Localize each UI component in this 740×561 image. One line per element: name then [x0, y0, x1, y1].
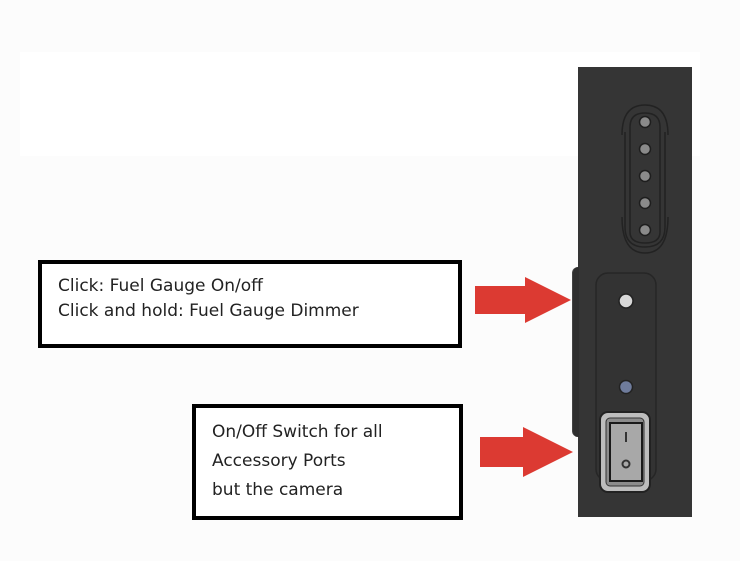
led-dot — [638, 196, 652, 210]
arrow-to-fuel-button — [475, 277, 571, 323]
led-dot — [638, 115, 652, 129]
led-strip — [621, 104, 669, 254]
led-dot — [638, 223, 652, 237]
panel-edge — [572, 267, 579, 437]
rocker-switch[interactable] — [599, 411, 651, 493]
callout-line: On/Off Switch for all — [212, 422, 383, 442]
arrow-to-rocker-switch — [480, 427, 573, 477]
callout-line: Click and hold: Fuel Gauge Dimmer — [58, 301, 359, 321]
switch-off-symbol — [621, 459, 631, 469]
device-panel — [572, 67, 692, 517]
callout-line: Click: Fuel Gauge On/off — [58, 276, 263, 296]
callout-line: Accessory Ports — [212, 451, 346, 471]
panel-graphic — [595, 104, 669, 493]
accessory-switch-callout: On/Off Switch for all Accessory Ports bu… — [192, 404, 463, 520]
callout-line: but the camera — [212, 480, 344, 500]
fuel-gauge-button[interactable] — [618, 293, 634, 309]
led-dot — [638, 169, 652, 183]
indicator-led — [618, 379, 634, 395]
led-dot — [638, 142, 652, 156]
fuel-gauge-callout: Click: Fuel Gauge On/off Click and hold:… — [38, 260, 462, 348]
